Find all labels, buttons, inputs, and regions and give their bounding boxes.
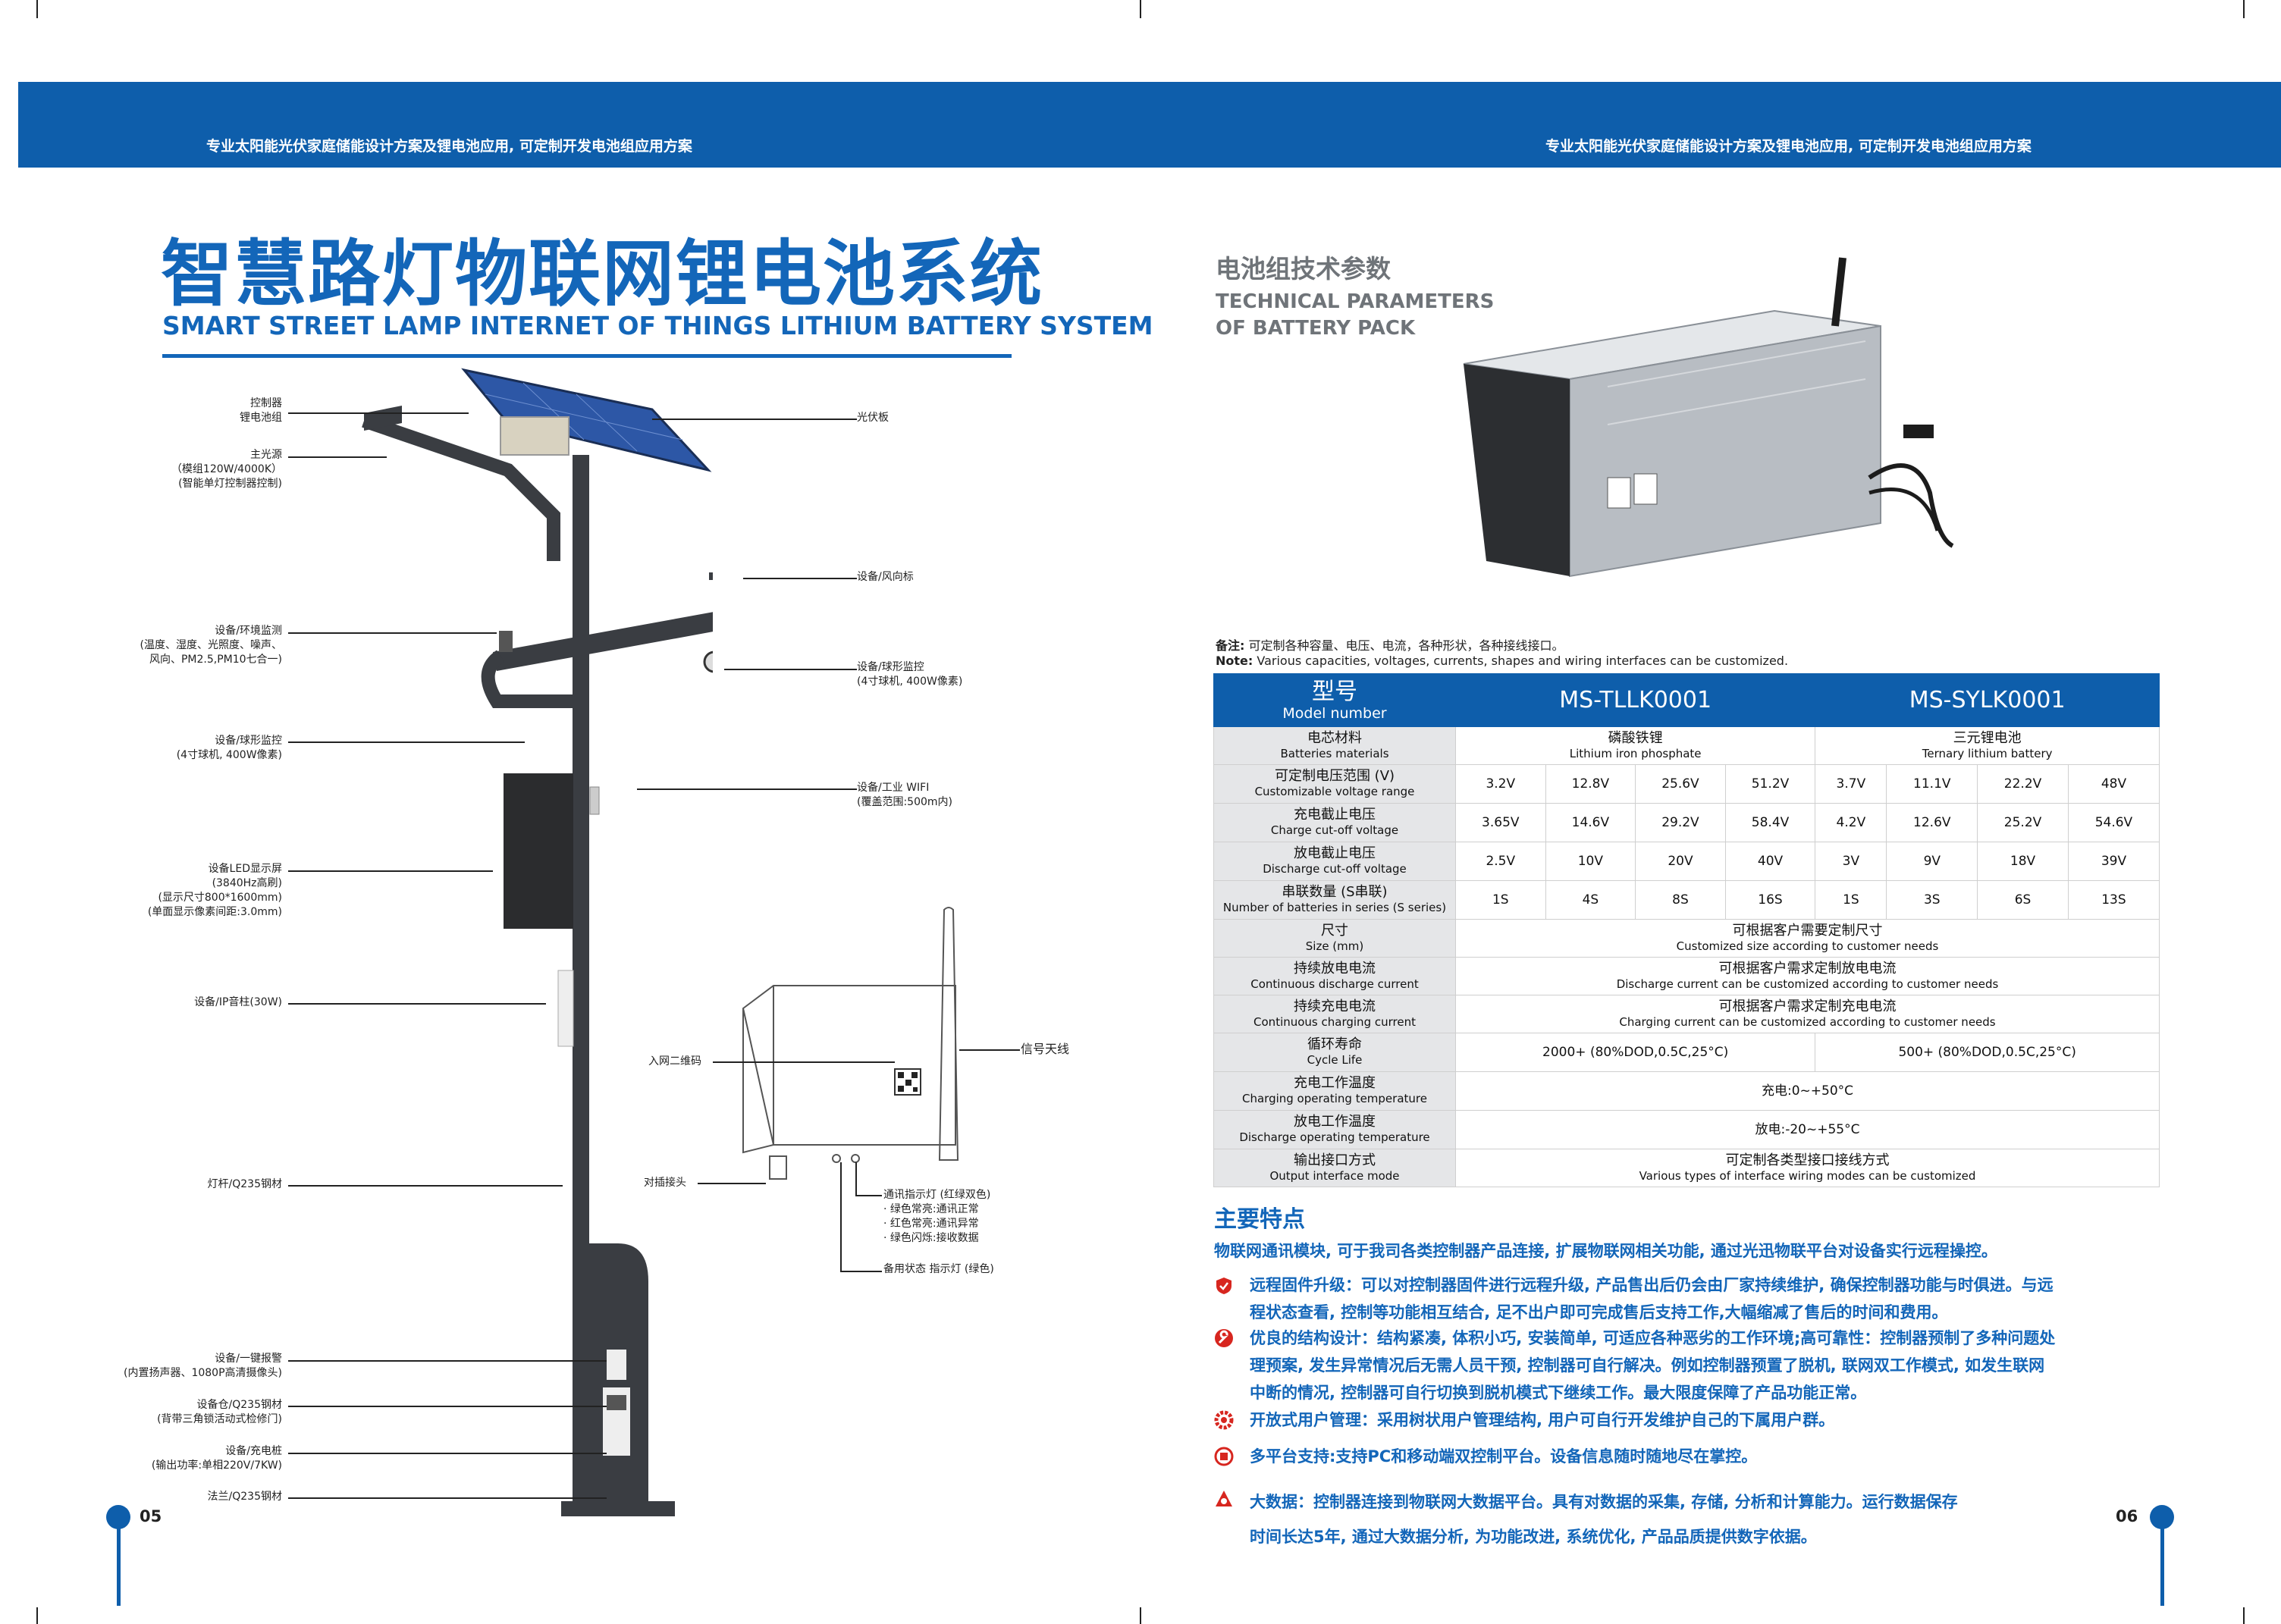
label-main-light: 主光源（模组120W/4000K）(智能单灯控制器控制) xyxy=(171,449,282,490)
feature-3: 开放式用户管理：采用树状用户管理结构, 用户可自行开发维护自己的下属用户群。 xyxy=(1250,1411,1835,1429)
page-number-left: 05 xyxy=(140,1507,162,1525)
label-dome-camera-right: 设备/球形监控(4寸球机, 400W像素) xyxy=(857,661,963,688)
table-row: 串联数量 (S串联)Number of batteries in series … xyxy=(1213,880,2160,920)
label-wind-vane: 设备/风向标 xyxy=(857,571,914,583)
label-controller: 控制器锂电池组 xyxy=(240,397,282,424)
label-wifi: 设备/工业 WIFI(覆盖范围:500m内) xyxy=(857,782,952,808)
features-intro: 物联网通讯模块, 可于我司各类控制器产品连接, 扩展物联网相关功能, 通过光迅物… xyxy=(1214,1242,1997,1260)
feature-5: 大数据：控制器连接到物联网大数据平台。具有对数据的采集, 存储, 分析和计算能力… xyxy=(1250,1493,1958,1546)
header-band xyxy=(18,82,2281,168)
page-title: 智慧路灯物联网锂电池系统 xyxy=(161,233,1044,316)
feature-2: 优良的结构设计：结构紧凑, 体积小巧, 安装简单, 可适应各种恶劣的工作环境;高… xyxy=(1250,1329,2056,1402)
label-flange: 法兰/Q235钢材 xyxy=(207,1491,282,1503)
tagline-left: 专业太阳能光伏家庭储能设计方案及锂电池应用, 可定制开发电池组应用方案 xyxy=(206,138,692,155)
label-led-screen: 设备LED显示屏(3840Hz高刷)(显示尺寸800*1600mm)(单面显示像… xyxy=(147,863,282,918)
antenna xyxy=(938,907,959,1161)
feature-4: 多平台支持:支持PC和移动端双控制平台。设备信息随时随地尽在掌控。 xyxy=(1250,1447,1758,1466)
label-charger: 设备/充电桩(输出功率:单相220V/7KW) xyxy=(151,1445,282,1472)
label-alarm: 设备/一键报警(内置扬声器、1080P高清摄像头) xyxy=(124,1353,282,1379)
page-number-right: 06 xyxy=(2116,1507,2138,1525)
section-title-en-1: TECHNICAL PARAMETERS xyxy=(1216,290,1495,313)
label-ip-speaker: 设备/IP音柱(30W) xyxy=(194,996,282,1008)
label-standby: 备用状态 指示灯 (绿色) xyxy=(883,1263,994,1275)
label-cabinet: 设备仓/Q235钢材(背带三角锁活动式检修门) xyxy=(157,1399,282,1425)
label-solar-panel: 光伏板 xyxy=(857,412,889,424)
label-indicator: 通讯指示灯 (红绿双色) · 绿色常亮:通讯正常 · 红色常亮:通讯异常 · 绿… xyxy=(883,1189,991,1244)
model-a: MS-TLLK0001 xyxy=(1454,673,1816,727)
table-row: 可定制电压范围 (V)Customizable voltage range 3.… xyxy=(1213,764,2160,804)
label-qr: 入网二维码 xyxy=(648,1055,701,1068)
feature-1: 远程固件升级：可以对控制器固件进行远程升级, 产品售出后仍会由厂家持续维护, 确… xyxy=(1250,1276,2054,1321)
label-dome-camera-left: 设备/球形监控(4寸球机, 400W像素) xyxy=(176,735,282,761)
controller-box xyxy=(500,416,569,456)
title-rule xyxy=(162,354,1012,358)
section-title: 电池组技术参数 xyxy=(1216,254,1391,284)
section-title-en-2: OF BATTERY PACK xyxy=(1216,317,1416,340)
shield-icon xyxy=(1216,1278,1231,1294)
street-lamp-illustration xyxy=(362,368,713,1516)
tagline-right: 专业太阳能光伏家庭储能设计方案及锂电池应用, 可定制开发电池组应用方案 xyxy=(1545,138,2032,155)
led-screen xyxy=(504,773,573,929)
page-marker-left xyxy=(106,1505,130,1529)
features-title: 主要特点 xyxy=(1214,1206,1305,1233)
wrench-icon xyxy=(1215,1329,1233,1347)
note-cn: 备注: 可定制各种容量、电压、电流，各种形状，各种接线接口。 xyxy=(1216,638,1564,653)
solar-panel xyxy=(461,368,712,472)
label-pole: 灯杆/Q235钢材 xyxy=(207,1178,282,1190)
network-icon xyxy=(1214,1447,1234,1466)
page-subtitle: SMART STREET LAMP INTERNET OF THINGS LIT… xyxy=(162,311,1153,340)
model-b: MS-SYLK0001 xyxy=(1815,673,2160,727)
iot-module-drawing xyxy=(742,907,959,1180)
label-env-monitor: 设备/环境监测(温度、湿度、光照度、噪声、风向、PM2.5,PM10七合一) xyxy=(140,625,282,666)
note-en: Note: Various capacities, voltages, curr… xyxy=(1216,654,1789,668)
battery-pack-image xyxy=(1463,257,1954,578)
lamp-pole xyxy=(573,455,589,1516)
page-marker-right xyxy=(2150,1505,2174,1529)
label-antenna: 信号天线 xyxy=(1021,1042,1070,1056)
gear-icon xyxy=(1214,1410,1234,1430)
flange xyxy=(561,1501,675,1516)
label-connector: 对插接头 xyxy=(644,1177,686,1189)
triangle-icon xyxy=(1216,1491,1232,1506)
